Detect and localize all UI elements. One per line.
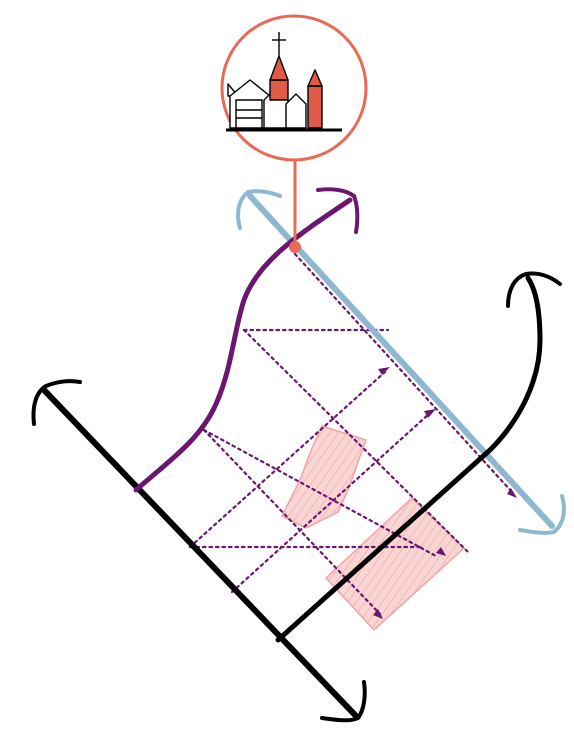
- blue-axis-arrowhead-bottom: [518, 494, 566, 535]
- grid-arrowhead-3: [373, 609, 383, 619]
- church-town-icon: [220, 14, 368, 162]
- branch-axis-arrowhead: [506, 271, 562, 308]
- side-tower-spire: [307, 69, 323, 87]
- main-axis-line: [41, 387, 359, 719]
- house-right: [285, 93, 307, 129]
- grid-arrowhead-5: [424, 409, 436, 418]
- church-illustration: [226, 32, 342, 132]
- main-axis: [31, 271, 562, 723]
- shaded-zones: [280, 425, 466, 632]
- shaded-zone-lower-hatch: [326, 498, 464, 630]
- curved-edge-arrowhead: [316, 187, 360, 234]
- curved-edge: [133, 187, 360, 493]
- low-building: [235, 99, 263, 129]
- grid-line-sw-ne-3: [230, 411, 432, 594]
- grid-line-nw-se-2: [242, 328, 470, 554]
- grid-arrowheads: [373, 367, 517, 619]
- grid-arrowhead-2: [436, 547, 446, 556]
- grid-line-nw-se-1: [293, 252, 514, 494]
- blue-axis-arrowhead-top: [236, 189, 282, 230]
- church-tower-body: [269, 79, 289, 101]
- branch-axis-line: [275, 275, 543, 643]
- grid-line-sw-ne-2: [188, 370, 387, 549]
- grid-arrowhead-4: [378, 367, 390, 375]
- main-axis-arrowhead-bottom: [320, 680, 367, 723]
- grid-line-nw-se-4: [202, 428, 382, 616]
- main-axis-arrowhead-top: [31, 379, 82, 426]
- curved-edge-line: [133, 197, 353, 493]
- grid-arrowhead-1: [507, 488, 517, 498]
- blue-axis-line: [247, 193, 555, 529]
- church-tower-spire: [269, 55, 289, 81]
- landmark-anchor-dot: [289, 241, 301, 253]
- shaded-zone-upper-hatch: [282, 426, 366, 528]
- landmark-connector: [289, 160, 301, 253]
- blue-axis: [236, 189, 566, 535]
- side-tower-body: [307, 85, 323, 129]
